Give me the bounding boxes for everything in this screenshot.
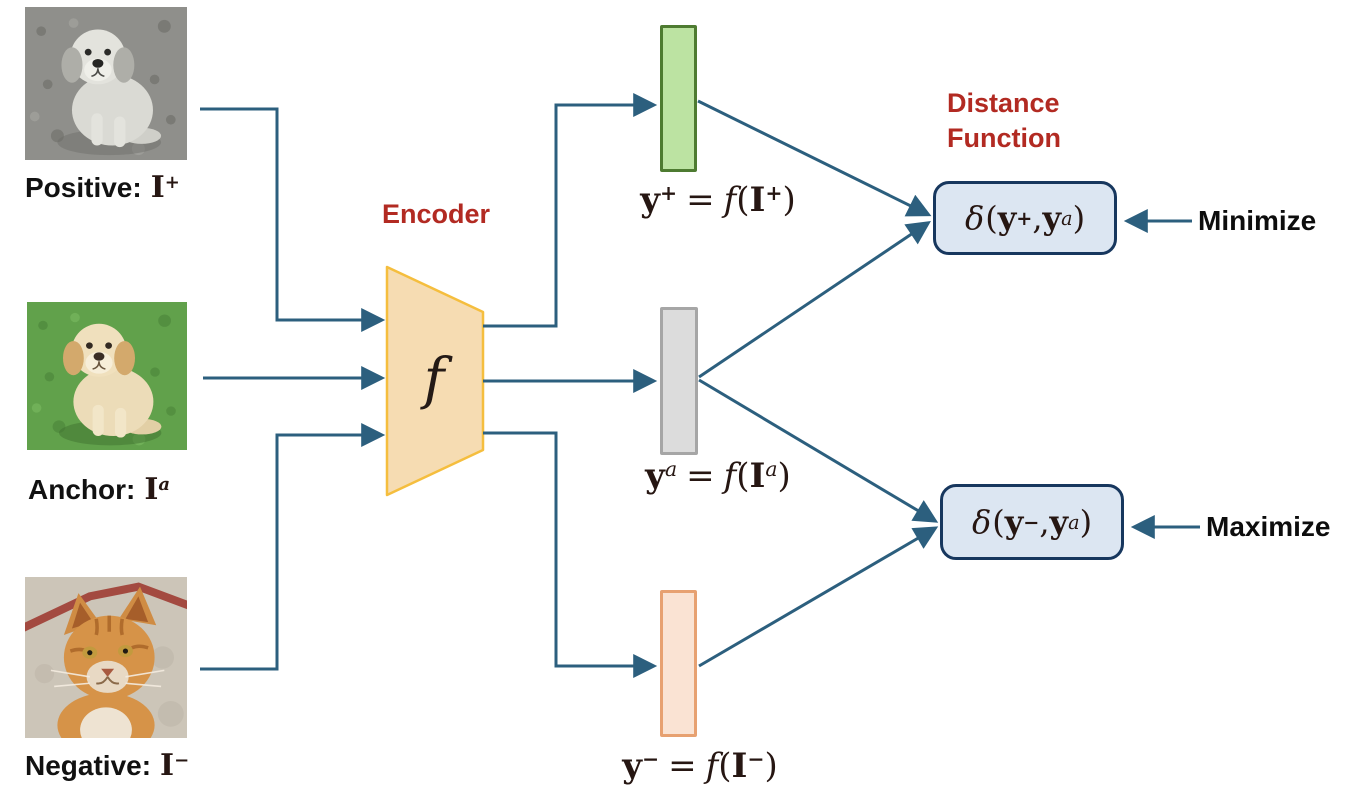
- positive-image: [25, 7, 187, 160]
- positive-label-text: Positive:: [25, 172, 142, 203]
- positive-embedding-bar: [660, 25, 697, 172]
- arrow-positive-to-encoder: [200, 107, 386, 332]
- negative-embedding-bar: [660, 590, 697, 737]
- arrow-anchor-embedding-to-distance2: [698, 378, 939, 523]
- negative-embedding-formula: y−=f(I−): [622, 746, 778, 786]
- orange-cat-illustration: [25, 577, 187, 738]
- color-puppy-illustration: [27, 302, 187, 450]
- anchor-image: [27, 302, 187, 450]
- anchor-label-text: Anchor:: [28, 474, 136, 505]
- arrow-encoder-to-positive-embedding: [483, 93, 658, 328]
- minimize-label: Minimize: [1198, 205, 1317, 236]
- arrow-negative-to-encoder: [200, 423, 386, 671]
- positive-symbol: I+: [150, 170, 180, 205]
- arrow-anchor-embedding-to-distance1: [698, 220, 931, 379]
- positive-label: Positive: I+: [25, 170, 180, 205]
- distance-function-title: Distance Function: [947, 86, 1061, 156]
- grayscale-puppy-illustration: [25, 7, 187, 160]
- anchor-label: Anchor: Ia: [28, 472, 170, 507]
- distance-title-line2: Function: [947, 123, 1061, 153]
- distance-title-line1: Distance: [947, 88, 1060, 118]
- encoder-function-symbol: f: [423, 347, 445, 412]
- anchor-symbol: Ia: [144, 472, 171, 507]
- negative-label: Negative: I−: [25, 748, 189, 783]
- anchor-embedding-formula: ya=f(Ia): [645, 456, 791, 496]
- arrow-negative-embedding-to-distance2: [698, 526, 939, 668]
- arrow-encoder-to-negative-embedding: [483, 431, 658, 678]
- negative-label-text: Negative:: [25, 750, 152, 781]
- encoder-shape: [385, 265, 485, 497]
- negative-symbol: I−: [160, 748, 190, 783]
- maximize-label: Maximize: [1206, 511, 1331, 542]
- anchor-embedding-bar: [660, 307, 698, 455]
- positive-embedding-formula: y+=f(I+): [640, 180, 796, 220]
- encoder-title: Encoder: [381, 199, 491, 229]
- arrow-positive-embedding-to-distance1: [697, 99, 932, 217]
- negative-image: [25, 577, 187, 738]
